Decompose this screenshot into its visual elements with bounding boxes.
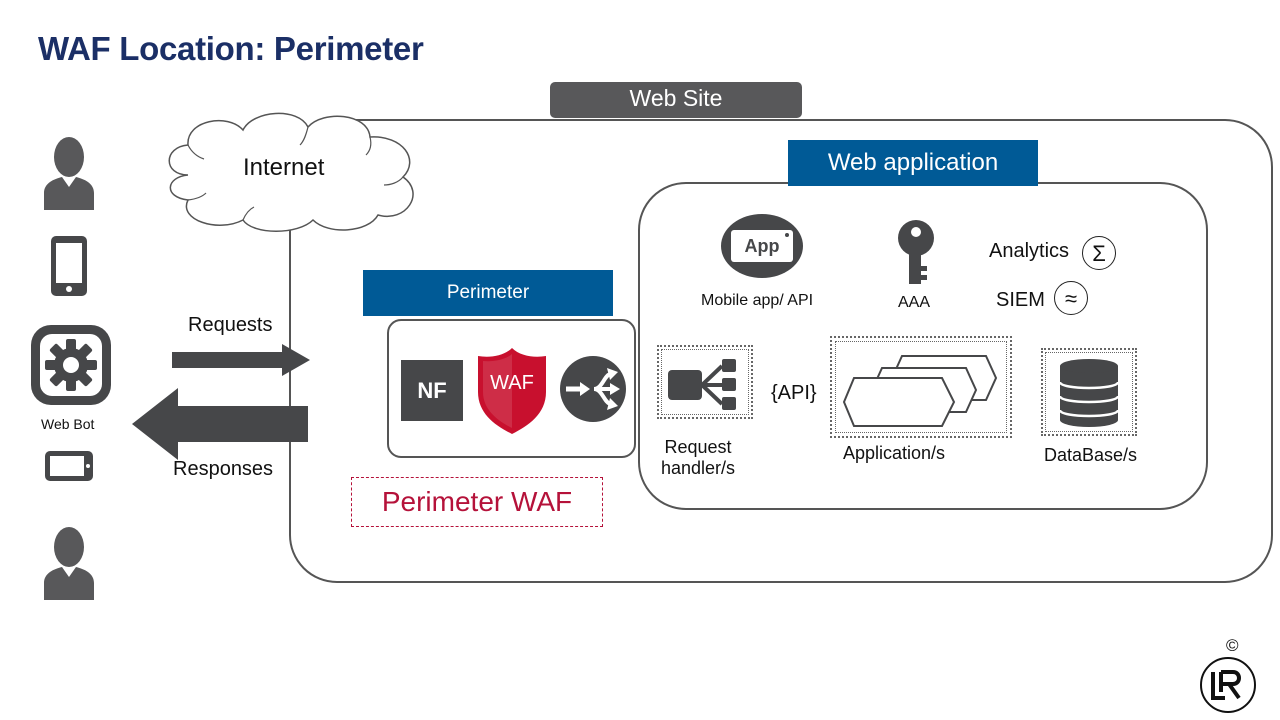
router-icon [560,356,626,422]
web-application-label: Web application [788,140,1038,186]
tablet-icon [45,451,93,481]
siem-label: SIEM [996,289,1045,311]
approx-icon: ≈ [1054,281,1088,315]
website-label: Web Site [550,82,802,118]
aaa-label: AAA [898,294,931,311]
user-icon [44,527,94,600]
key-icon [898,220,934,284]
requests-label: Requests [188,314,273,336]
request-handler-label: Request handler/s [660,437,736,478]
app-icon-text: App [744,236,780,256]
sigma-icon: Σ [1082,236,1116,270]
analytics-label: Analytics [989,240,1070,262]
perimeter-waf-caption: Perimeter WAF [351,477,603,527]
applications-icon [842,355,998,427]
mobile-app-label: Mobile app/ API [701,292,814,309]
database-frame [1041,348,1137,436]
web-bot-gear-icon [31,325,111,405]
internet-cloud-icon [168,112,414,232]
responses-arrow-icon [132,388,308,460]
database-icon [1058,359,1120,427]
nf-box: NF [401,360,463,421]
database-label: DataBase/s [1044,445,1138,465]
web-bot-label: Web Bot [41,416,95,432]
page-title: WAF Location: Perimeter [38,30,424,67]
company-logo-icon [1200,657,1256,713]
applications-label: Application/s [843,443,946,463]
applications-frame [830,336,1012,438]
request-handler-icon [668,359,736,410]
responses-label: Responses [173,458,274,480]
waf-label: WAF [490,372,534,394]
internet-label: Internet [243,154,325,181]
mobile-app-icon [721,214,803,278]
requests-arrow-icon [172,344,310,376]
copyright-symbol: © [1226,636,1239,655]
request-handler-frame [657,345,753,419]
api-label: {API} [771,382,817,404]
perimeter-label: Perimeter [363,270,613,316]
user-icon [44,137,94,210]
smartphone-icon [51,236,87,296]
waf-shield-icon [478,348,546,434]
